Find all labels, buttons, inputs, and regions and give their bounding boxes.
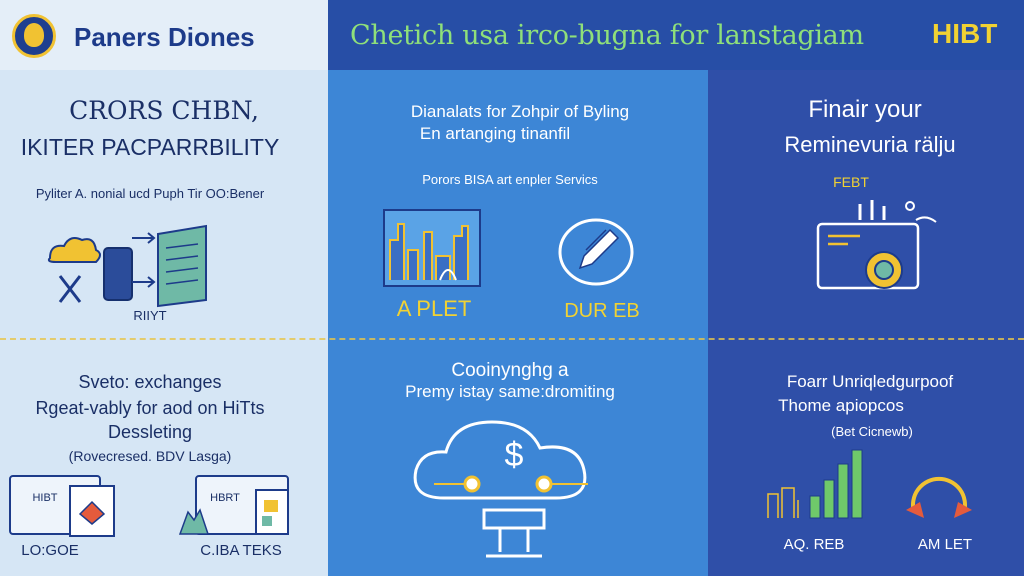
top-right-title-line2: Reminevuria rälju [784, 132, 956, 157]
card-left-title: HIBT [32, 492, 58, 504]
pen-edit-icon [558, 218, 634, 286]
bottom-left-title-line3: Dessleting [107, 422, 193, 442]
card-right-title: HBRT [210, 492, 240, 504]
document-card-right-icon [178, 475, 289, 535]
dollar-symbol: $ [504, 436, 524, 474]
process-flow-icon [47, 224, 207, 308]
document-card-left-icon [9, 475, 115, 537]
bottom-left-title-line1: Sveto: exchanges [78, 372, 222, 392]
camera-panel-icon [816, 200, 937, 290]
bottom-center-title-line2: Premy istay same:dromiting [405, 382, 615, 401]
top-right-title-line1: Finair your [808, 96, 922, 123]
bar-growth-icon [767, 449, 863, 519]
top-left-caption: RIIYT [133, 308, 167, 323]
top-center-title-line1: Dianalats for Zohpir of Byling [410, 102, 630, 121]
brand-name: Paners Diones [74, 22, 255, 52]
banner-header [328, 0, 1024, 70]
bottom-center-title-line1: Cooinynghg a [451, 360, 569, 381]
gauge-icon [906, 476, 972, 518]
bottom-right-title-line2: Thome apiopcos [778, 396, 904, 415]
bottom-left-label-right: C.IBA TEKS [200, 542, 282, 559]
top-center-label-right: DUR EB [564, 300, 640, 322]
top-center-label-left: A PLET [396, 296, 472, 321]
top-left-title-line1: CRORS CHBN, [69, 96, 259, 125]
bottom-right-note: (Bet Cicnewb) [831, 424, 913, 439]
bottom-left-title-line2: Rgeat-vably for aod on HiTts [35, 398, 265, 418]
city-skyline-icon [383, 209, 481, 287]
brand-logo-icon [12, 14, 56, 58]
top-center-title-line2: En artanging tinanfil [419, 124, 571, 143]
cloud-server-icon [413, 420, 588, 558]
section-divider [0, 338, 1024, 340]
bottom-right-label-right: AM LET [917, 536, 973, 553]
center-column [328, 0, 708, 576]
banner-tag: HIBT [932, 18, 998, 49]
top-left-title-line2: IKITER PACPARRBILITY [20, 134, 280, 160]
top-center-subtitle: Porors BISA art enpler Servics [422, 172, 598, 187]
bottom-right-label-left: AQ. REB [783, 536, 845, 553]
bottom-left-label-left: LO:GOE [21, 542, 79, 559]
top-right-label: FEBT [833, 174, 869, 190]
bottom-left-note: (Rovecresed. BDV Lasga) [68, 448, 232, 464]
top-left-subtitle: Pyliter A. nonial ucd Puph Tir OO:Bener [35, 186, 265, 201]
banner-headline: Chetich usa irco-bugna for lanstagiam [350, 20, 864, 51]
bottom-right-title-line1: Foarr Unriqledgurpoof [786, 372, 954, 391]
